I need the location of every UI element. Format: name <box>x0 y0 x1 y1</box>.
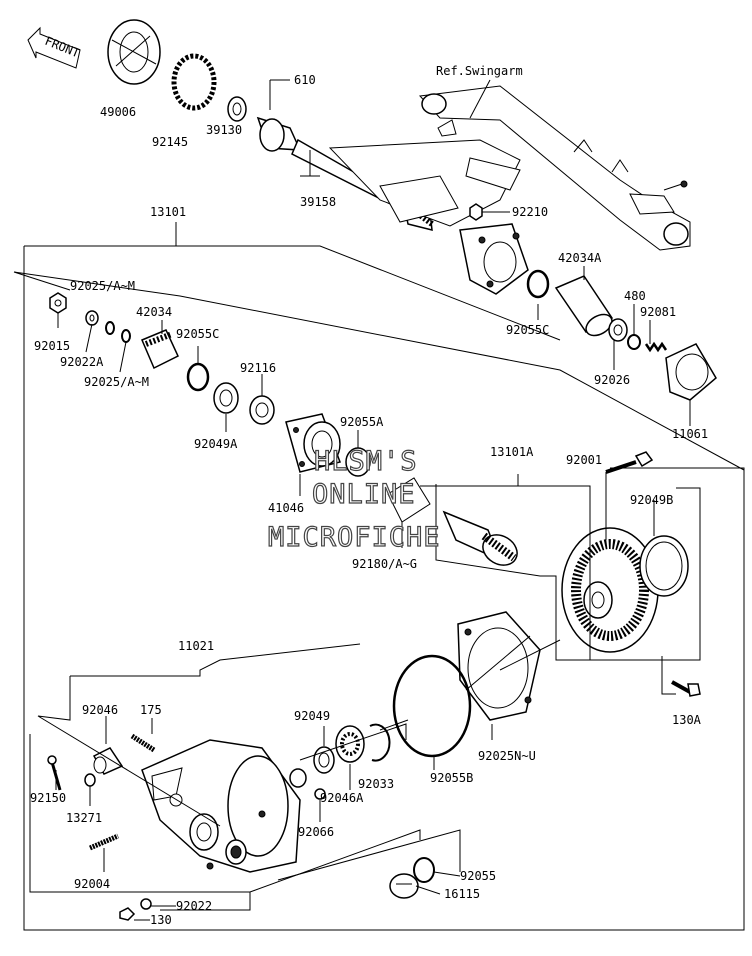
label-41046: 41046 <box>268 501 304 515</box>
label-92025AM-top: 92025/A~M <box>70 279 135 293</box>
watermark: HLSM'S ONLINE MICROFICHE <box>267 445 441 553</box>
label-13101: 13101 <box>150 205 186 219</box>
swingarm-flange <box>459 223 529 295</box>
label-42034: 42034 <box>136 305 172 319</box>
part-92145-clamp <box>171 53 217 111</box>
label-92066: 92066 <box>298 825 334 839</box>
label-92026: 92026 <box>594 373 630 387</box>
part-16115-cap <box>389 873 419 899</box>
watermark-line-2: ONLINE <box>312 479 416 510</box>
part-92055C-oring-left <box>186 362 210 392</box>
label-92049A: 92049A <box>194 437 238 451</box>
part-92150-bolt <box>47 755 62 791</box>
part-92022A-washer <box>85 310 99 326</box>
front-arrow-icon: FRONT <box>27 26 82 69</box>
label-39158: 39158 <box>300 195 336 209</box>
label-610: 610 <box>294 73 316 87</box>
part-130A-bolt <box>671 680 701 697</box>
part-92049-seal <box>313 746 335 774</box>
label-92150: 92150 <box>30 791 66 805</box>
part-92116-collar <box>249 395 275 425</box>
leader-lines <box>13 79 745 931</box>
ref-swingarm-label: Ref.Swingarm <box>436 64 523 78</box>
part-92066-plug <box>314 788 326 800</box>
part-13101A-pinion-gear <box>442 510 518 566</box>
part-49006-boot <box>107 19 161 85</box>
label-92055: 92055 <box>460 869 496 883</box>
label-480: 480 <box>624 289 646 303</box>
label-175: 175 <box>140 703 162 717</box>
part-41046-bearing-housing <box>285 413 341 473</box>
label-92055A: 92055A <box>340 415 384 429</box>
label-92015: 92015 <box>34 339 70 353</box>
label-39130: 39130 <box>206 123 242 137</box>
part-92026-collar <box>608 318 628 342</box>
part-42034-coupling <box>141 329 179 370</box>
part-92049B-seal <box>639 535 689 597</box>
swingarm-frame <box>328 85 691 251</box>
label-92022: 92022 <box>176 899 212 913</box>
label-92046: 92046 <box>82 703 118 717</box>
label-92046A: 92046A <box>320 791 364 805</box>
part-92025-shim-b <box>121 329 131 343</box>
part-92025NU-gasket <box>457 611 541 721</box>
part-ring-gear <box>561 527 659 653</box>
label-92025AM-bottom: 92025/A~M <box>84 375 149 389</box>
label-49006: 49006 <box>100 105 136 119</box>
label-92001: 92001 <box>566 453 602 467</box>
part-92180-shim-plate <box>387 477 431 523</box>
label-92049B: 92049B <box>630 493 673 507</box>
label-92116: 92116 <box>240 361 276 375</box>
label-42034A: 42034A <box>558 251 602 265</box>
label-92055C-right: 92055C <box>506 323 549 337</box>
label-92180: 92180/A~G <box>352 557 417 571</box>
label-92055C-left: 92055C <box>176 327 219 341</box>
watermark-line-1: HLSM'S <box>314 446 418 477</box>
part-92001-bolt <box>605 451 654 474</box>
label-92055B: 92055B <box>430 771 473 785</box>
label-92081: 92081 <box>640 305 676 319</box>
part-92022-washer <box>140 898 152 910</box>
part-92033-circlip <box>369 723 391 762</box>
part-92004-stud <box>89 833 119 851</box>
label-92049: 92049 <box>294 709 330 723</box>
label-130: 130 <box>150 913 172 927</box>
label-92210: 92210 <box>512 205 548 219</box>
part-42034A-sleeve <box>554 275 614 337</box>
part-92046A-bearing <box>335 725 365 763</box>
label-13271: 13271 <box>66 811 102 825</box>
part-92210-bolt <box>469 203 483 221</box>
part-92055C-oring-right <box>526 269 550 299</box>
part-case-bushing <box>289 768 307 788</box>
part-11061-gasket <box>665 343 717 401</box>
part-11021-gear-case <box>141 739 301 873</box>
part-92055B-oring <box>392 654 472 758</box>
part-92049A-oil-seal <box>213 382 239 414</box>
label-92145: 92145 <box>152 135 188 149</box>
label-92004: 92004 <box>74 877 110 891</box>
part-92025-shim-a <box>105 321 115 335</box>
label-92033: 92033 <box>358 777 394 791</box>
part-92015-nut <box>49 292 67 314</box>
part-13271-washer <box>84 773 96 787</box>
label-16115: 16115 <box>444 887 480 901</box>
label-11021: 11021 <box>178 639 214 653</box>
part-480-circlip <box>627 334 641 350</box>
part-39130-seal <box>227 96 247 122</box>
label-92025NU: 92025N~U <box>478 749 536 763</box>
watermark-line-3: MICROFICHE <box>268 522 441 553</box>
part-92081-spring <box>644 341 668 353</box>
label-92022A: 92022A <box>60 355 104 369</box>
part-130-bolt <box>119 907 136 921</box>
label-11061: 11061 <box>672 427 708 441</box>
part-92055-oring-small <box>413 857 435 883</box>
part-175-stud <box>130 733 156 753</box>
label-130A: 130A <box>672 713 702 727</box>
label-13101A: 13101A <box>490 445 534 459</box>
